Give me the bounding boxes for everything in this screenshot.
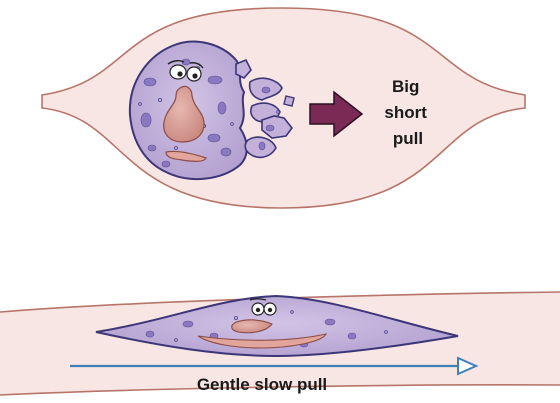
big-pull-arrow [309,90,364,138]
pupil [177,71,183,77]
pupil [267,307,273,313]
big-pull-label: Big short pull [384,77,431,148]
stretched-cell [95,294,459,358]
inclusion [217,101,227,115]
inclusion [265,124,275,132]
top-tissue [41,7,526,209]
granule [233,315,238,320]
bottom-panel: Gentle slow pull [0,291,560,396]
slow-pull-arrow-head [457,356,479,376]
granule [174,338,178,342]
pupil [255,307,261,313]
mouth [165,150,207,162]
top-panel: Big short pull [41,7,526,209]
nucleus [231,319,273,334]
cell-face-top [165,59,207,162]
eyebrow-left [167,59,185,65]
granule [157,98,162,103]
inclusion [207,75,223,85]
pupil [192,73,198,79]
granule [276,110,280,114]
granule [174,146,178,150]
inclusion [207,133,221,143]
eyebrow-right [189,62,204,69]
mouth [197,333,328,349]
cell-fragment [235,58,252,79]
inclusion [143,77,157,87]
nucleus [163,85,205,143]
label-line: short [384,103,427,122]
cell-fragment [261,115,294,139]
inclusion [261,86,271,94]
inclusion [181,58,191,66]
eyebrow [249,298,267,301]
label-line: Big [392,77,419,96]
granule [384,330,388,334]
inclusion [140,112,152,128]
inclusion [161,160,171,168]
bottom-tissue-bottom-edge [0,384,560,396]
granule [230,122,234,126]
inclusion [324,318,336,326]
cell-fragment [283,95,295,107]
inclusion [347,332,357,340]
granule [138,102,142,106]
cell-face-bottom [197,298,328,349]
inclusion [258,141,266,151]
inclusion [145,330,155,338]
slow-pull-label: Gentle slow pull [197,375,327,394]
eye-left [169,64,187,80]
cell-inclusions [140,58,275,168]
inclusion [182,320,194,328]
inclusion [220,147,232,157]
label-line: pull [393,129,423,148]
granule [290,310,294,314]
inclusion [147,144,157,152]
